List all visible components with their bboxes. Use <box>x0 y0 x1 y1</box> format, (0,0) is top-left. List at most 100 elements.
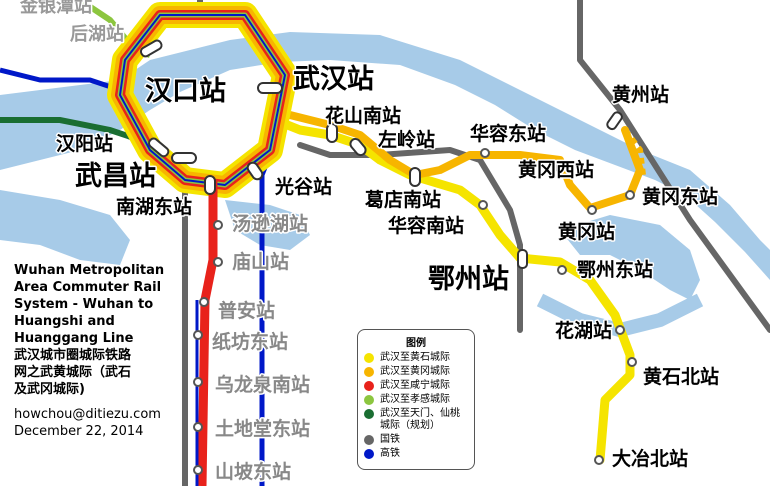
label-wuhan: 武汉站 <box>293 64 374 95</box>
marker-huarongdong[interactable] <box>480 148 490 158</box>
label-huanggangxi: 黄冈西站 <box>518 158 594 181</box>
legend-label: 武汉至黄石城际 <box>380 352 450 363</box>
title-en-line: Huangshi and <box>14 314 115 329</box>
legend-item: 国铁 <box>364 434 468 446</box>
marker-shanpodong[interactable] <box>193 465 203 475</box>
label-huashannan: 花山南站 <box>325 104 401 127</box>
label-guanggu: 光谷站 <box>274 175 332 198</box>
author-email: howchou@ditiezu.com <box>14 407 161 422</box>
line-huanggang-dashed <box>622 128 646 176</box>
label-nanhudong: 南湖东站 <box>116 195 192 218</box>
title-cn: 武汉城市圈城际铁路 网之武黄城际（武石 及武冈城际) <box>14 347 184 398</box>
title-cn-line: 武汉城市圈城际铁路 <box>14 348 132 363</box>
station-labels: 金银潭站 后湖站 汉口站 武汉站 汉阳站 武昌站 南湖东站 光谷站 花山南站 左… <box>18 0 721 485</box>
marker-hankou[interactable] <box>257 82 283 94</box>
legend-label: 武汉至咸宁城际 <box>380 380 450 391</box>
marker-tangxunhu[interactable] <box>213 220 223 230</box>
legend-swatch <box>364 409 374 419</box>
label-huangshibei: 黄石北站 <box>643 365 719 388</box>
label-huanggangdong: 黄冈东站 <box>642 185 718 208</box>
label-tuditangdong: 土地堂东站 <box>215 417 310 440</box>
marker-dayebei[interactable] <box>594 455 604 465</box>
station-markers <box>193 148 637 475</box>
map-info: Wuhan Metropolitan Area Commuter Rail Sy… <box>14 262 184 440</box>
legend: 图例 武汉至黄石城际 武汉至黄冈城际 武汉至咸宁城际 武汉至孝感城际 武汉至天门… <box>357 329 475 470</box>
label-miaoshan: 庙山站 <box>232 250 289 273</box>
label-puan: 普安站 <box>218 299 275 322</box>
legend-swatch <box>364 449 374 459</box>
label-tangxunhu: 汤逊湖站 <box>232 212 308 235</box>
label-wulongquannan: 乌龙泉南站 <box>215 373 310 396</box>
marker-miaoshan[interactable] <box>213 257 223 267</box>
legend-label: 国铁 <box>380 434 400 445</box>
marker-huanggangxi[interactable] <box>555 163 565 173</box>
label-hankou: 汉口站 <box>145 76 226 107</box>
label-huarongnan: 华容南站 <box>388 214 464 237</box>
line-huanggang <box>286 111 644 212</box>
legend-item: 武汉至黄石城际 <box>364 352 468 364</box>
marker-huangzhou[interactable] <box>606 111 624 131</box>
marker-huangshibei[interactable] <box>627 357 637 367</box>
marker-nanhudong[interactable] <box>204 175 216 195</box>
marker-huashannan[interactable] <box>326 123 338 143</box>
marker-huarongnan[interactable] <box>478 200 488 210</box>
label-huangzhou: 黄州站 <box>612 83 669 106</box>
marker-wulongquannan[interactable] <box>193 377 203 387</box>
line-xianning <box>197 180 218 486</box>
label-gediannan: 葛店南站 <box>364 188 441 211</box>
interchange-markers <box>139 39 624 269</box>
title-en-line: Huanggang Line <box>14 331 134 346</box>
label-dayebei: 大冶北站 <box>612 447 688 470</box>
legend-item: 武汉至黄冈城际 <box>364 366 468 378</box>
legend-item: 武汉至咸宁城际 <box>364 380 468 392</box>
lake-south <box>225 200 310 250</box>
marker-ezhoudong[interactable] <box>557 265 567 275</box>
marker-hanyang[interactable] <box>147 137 170 158</box>
legend-item: 武汉至天门、仙桃城际（规划） <box>364 408 468 432</box>
lake-west <box>0 190 130 265</box>
marker-wuchang[interactable] <box>171 152 197 164</box>
legend-swatch <box>364 395 374 405</box>
lake-east <box>560 215 700 300</box>
label-jinyintan: 金银潭站 <box>19 0 92 17</box>
yangtze-river <box>0 32 770 280</box>
legend-swatch <box>364 381 374 391</box>
legend-title: 图例 <box>406 338 426 349</box>
label-wuchang: 武昌站 <box>75 161 156 192</box>
title-cn-line: 及武冈城际) <box>14 382 85 397</box>
label-houhu: 后湖站 <box>70 23 124 45</box>
label-ezhoudong: 鄂州东站 <box>577 258 653 281</box>
marker-gediannan[interactable] <box>409 167 421 187</box>
marker-tuditangdong[interactable] <box>193 422 203 432</box>
legend-label: 武汉至黄冈城际 <box>380 366 450 377</box>
marker-huahu[interactable] <box>615 325 625 335</box>
legend-label: 武汉至孝感城际 <box>380 394 450 405</box>
title-en: Wuhan Metropolitan Area Commuter Rail Sy… <box>14 262 184 347</box>
label-ezhou: 鄂州站 <box>428 264 509 295</box>
label-shanpodong: 山坡东站 <box>215 460 291 483</box>
legend-item: 武汉至孝感城际 <box>364 394 468 406</box>
marker-huanggangdong[interactable] <box>625 190 635 200</box>
national-rail-ne <box>577 0 770 333</box>
title-cn-line: 网之武黄城际（武石 <box>14 365 132 380</box>
legend-swatch <box>364 435 374 445</box>
marker-huanggang[interactable] <box>587 205 597 215</box>
marker-zuoling[interactable] <box>348 137 367 157</box>
line-tianmen-xiantao <box>0 117 141 143</box>
label-huahu: 花湖站 <box>555 319 612 342</box>
label-hanyang: 汉阳站 <box>56 132 113 155</box>
marker-guanggu[interactable] <box>246 161 265 181</box>
marker-houhu[interactable] <box>139 39 163 58</box>
title-en-line: Area Commuter Rail <box>14 280 162 295</box>
marker-zhifangdong[interactable] <box>193 330 203 340</box>
marker-ezhou[interactable] <box>517 249 528 269</box>
legend-item: 高铁 <box>364 448 468 460</box>
title-en-line: System - Wuhan to <box>14 297 154 312</box>
legend-label: 高铁 <box>380 448 400 459</box>
legend-swatch <box>364 367 374 377</box>
title-en-line: Wuhan Metropolitan <box>14 263 165 278</box>
label-zuoling: 左岭站 <box>378 128 435 151</box>
legend-swatch <box>364 353 374 363</box>
marker-puan[interactable] <box>199 297 209 307</box>
